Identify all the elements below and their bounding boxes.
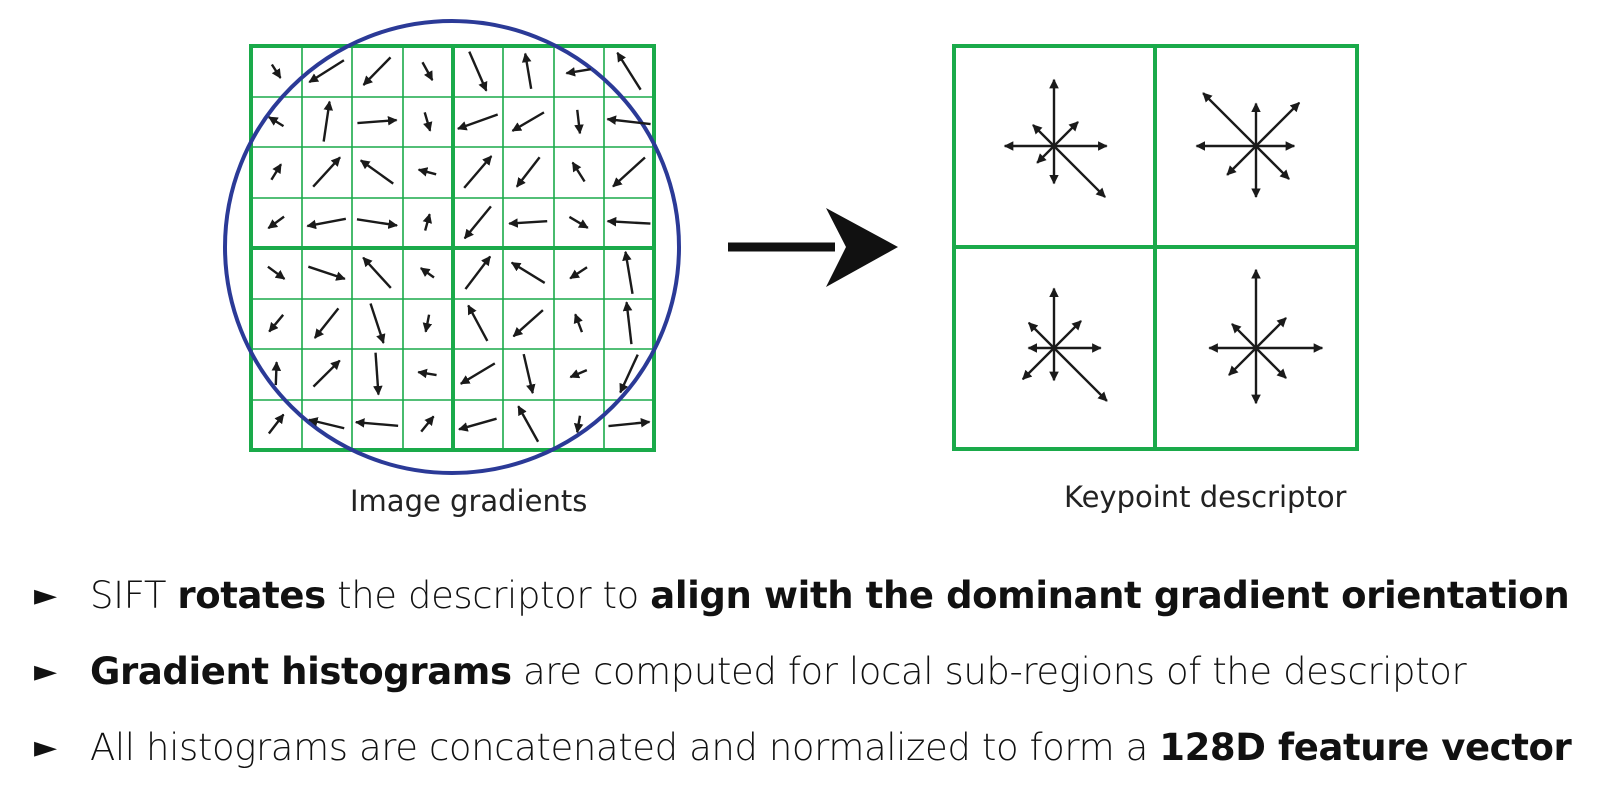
gradient-arrow [307,265,346,281]
gradient-arrow [574,109,584,135]
gradient-arrows [267,51,651,443]
gradient-arrow [420,267,435,279]
image-gradients-caption: Image gradients [350,484,588,518]
image-gradients-panel [223,19,681,475]
gradient-arrow [357,115,398,126]
gradient-arrow [612,156,646,188]
bullet-text: All histograms are concatenated and norm… [90,726,1572,769]
gradient-arrow [512,309,544,338]
histogram-arrow [1255,317,1287,349]
gradient-arrow [459,362,496,385]
gradient-arrow [373,352,383,396]
gradient-arrow [267,215,285,230]
gradient-arrow [306,217,347,230]
gradient-arrow [622,301,633,345]
gradient-arrow [308,417,345,430]
histogram-arrow [1027,321,1055,349]
gradient-arrow [417,167,437,177]
gradient-arrow [606,216,651,227]
gradient-arrow [467,304,489,342]
gradient-coarse-grid [249,44,656,452]
histogram-arrow [1053,145,1106,198]
gradient-arrow [270,63,282,79]
gradient-arrow [573,313,584,333]
gradient-arrow [423,112,433,132]
gradient-arrow [606,115,651,126]
histogram-arrow [1032,124,1055,147]
gradient-arrow [268,314,285,333]
gaussian-window-circle [223,19,681,475]
gradient-arrow [573,415,584,434]
gradient-arrow [521,52,533,90]
gradient-arrow [369,303,386,344]
histogram-arrow [1231,323,1257,349]
gradient-arrow [312,359,341,388]
gradient-arrow [608,417,651,428]
gradient-arrow [422,213,432,231]
gradient-arrow [571,161,586,183]
gradient-arrow [270,163,283,181]
bullet-marker-icon: ► [34,730,58,765]
sift-figure [223,19,1359,475]
bullet-text: Gradient histograms are computed for loc… [90,650,1467,693]
gradient-arrow [569,368,588,379]
keypoint-descriptor-caption: Keypoint descriptor [1064,480,1347,514]
gradient-arrow [517,405,540,443]
gradient-arrow [511,111,545,132]
gradient-arrow [468,51,488,92]
histogram-arrow [1053,121,1079,147]
histogram-arrow [1021,347,1055,381]
gradient-arrow [569,266,588,280]
gradient-arrow [565,67,591,77]
descriptor-grid [952,44,1359,451]
gradient-arrow [463,155,493,189]
gradient-arrow [322,100,334,142]
histogram-arrow [1053,320,1082,349]
histogram-arrow [1255,347,1287,379]
gradient-arrow [267,413,285,435]
gradient-arrow [359,159,394,185]
gradient-arrow [422,314,433,333]
gradient-arrow [308,59,345,84]
gradient-arrow [362,56,392,86]
gradient-arrow [616,51,642,91]
gradient-arrow [522,353,536,395]
gradient-arrow [313,307,340,339]
gradient-arrow [568,215,589,229]
bullet-marker-icon: ► [34,654,58,689]
orientation-histograms [1003,78,1324,405]
histogram-arrow [1036,145,1055,164]
gradient-arrow [464,255,492,290]
gradient-arrow [510,261,546,284]
keypoint-descriptor-panel [952,44,1359,451]
histogram-arrow [1226,145,1257,176]
histogram-arrow [1255,145,1290,180]
gradient-arrow [458,417,497,432]
gradient-arrow [267,265,286,280]
gradient-arrow [421,61,434,81]
gradient-arrow [622,250,634,294]
histogram-arrow [1228,347,1257,376]
gradient-arrow [354,418,399,428]
transform-arrow [728,208,898,287]
bullet-text: SIFT rotates the descriptor to align wit… [90,574,1570,617]
gradient-arrow [515,156,541,188]
histogram-arrow [1053,347,1108,402]
gradient-arrow [362,256,392,289]
gradient-arrow [619,354,639,394]
gradient-arrow [463,205,492,240]
gradient-arrow [312,156,341,188]
bullet-marker-icon: ► [34,578,58,613]
gradient-arrow [271,361,282,386]
gradient-arrow [417,368,437,379]
gradient-arrow [508,218,548,228]
gradient-arrow [356,218,398,229]
gradient-arrow [457,113,499,131]
histogram-arrow [1202,92,1257,147]
gradient-arrow [420,415,435,433]
histogram-arrow [1255,101,1301,147]
gradient-arrow [268,116,285,128]
